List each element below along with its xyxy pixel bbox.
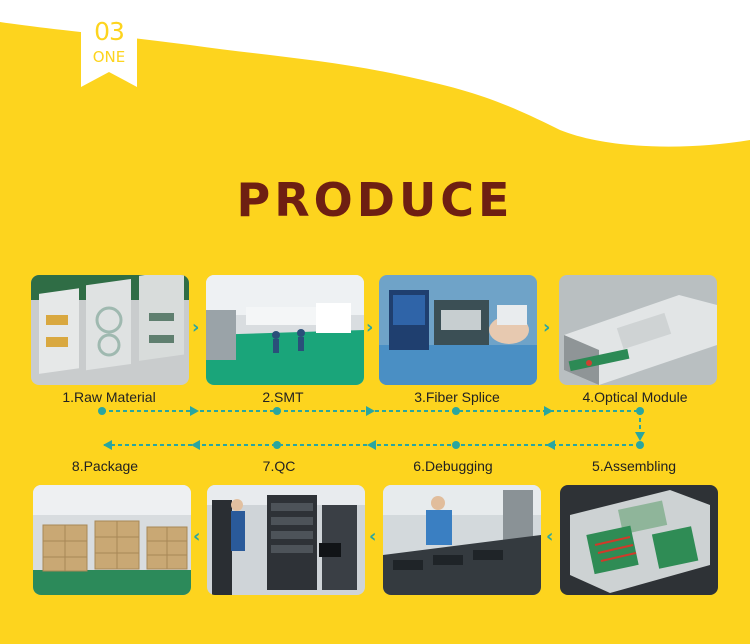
photo-optical-module	[559, 275, 717, 385]
photo-debugging	[383, 485, 541, 595]
chevron-right-icon: ›	[192, 317, 200, 338]
white-wave-background	[0, 0, 750, 147]
section-badge: 03 ONE	[81, 0, 137, 87]
step-label-debugging: 6.Debugging	[413, 458, 493, 474]
photo-assembling	[560, 485, 718, 595]
chevron-left-icon: ‹	[546, 526, 554, 547]
badge-number: 03	[94, 17, 125, 46]
step-label-fiber-splice: 3.Fiber Splice	[414, 389, 500, 405]
chevron-left-icon: ‹	[193, 526, 201, 547]
step-label-assembling: 5.Assembling	[591, 458, 677, 474]
photo-qc	[207, 485, 365, 595]
photo-smt	[206, 275, 364, 385]
chevron-right-icon: ›	[366, 317, 374, 338]
step-label-qc: 7.QC	[262, 458, 296, 474]
step-label-optical-module: 4.Optical Module	[582, 389, 688, 405]
photo-fiber-splice	[379, 275, 537, 385]
photo-raw-material	[31, 275, 189, 385]
photo-package	[33, 485, 191, 595]
chevron-left-icon: ‹	[369, 526, 377, 547]
chevron-right-icon: ›	[543, 317, 551, 338]
badge-word: ONE	[92, 48, 126, 66]
page-title: PRODUCE	[236, 173, 514, 227]
step-label-raw-material: 1.Raw Material	[62, 389, 156, 405]
step-label-smt: 2.SMT	[262, 389, 304, 405]
process-flow-lines	[98, 406, 645, 450]
step-label-package: 8.Package	[71, 458, 139, 474]
